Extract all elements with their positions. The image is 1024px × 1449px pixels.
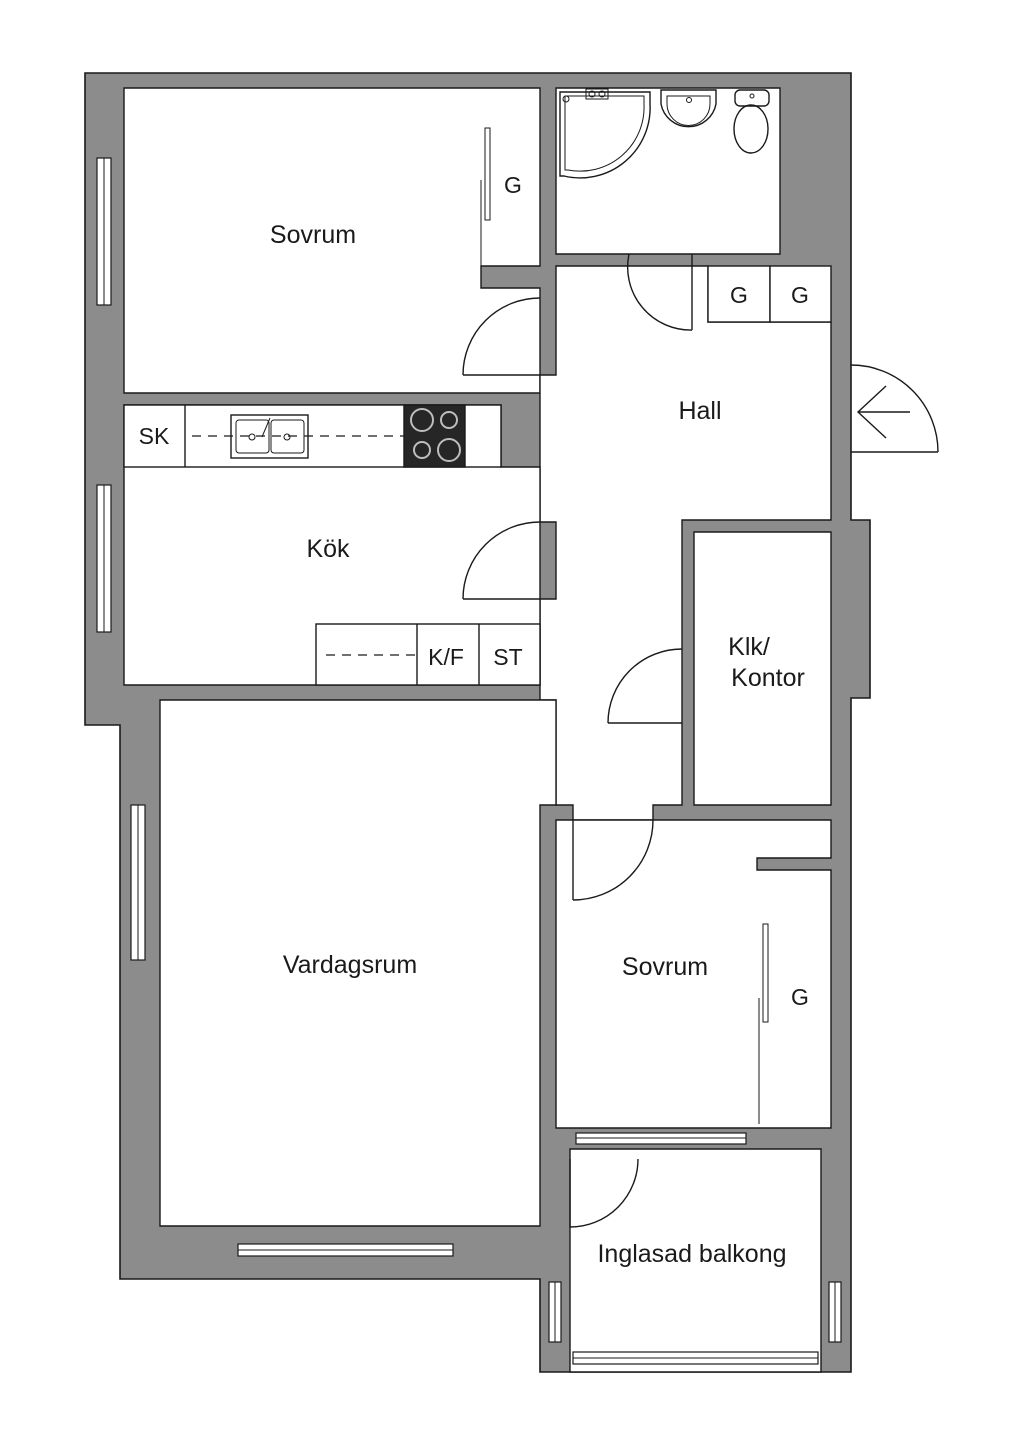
bathroom-fixtures bbox=[559, 88, 770, 179]
fixture-labels: G G G G SK K/F ST bbox=[139, 172, 809, 1010]
rooms bbox=[123, 87, 832, 1373]
label-sink-cabinet: SK bbox=[139, 423, 170, 449]
label-hall: Hall bbox=[678, 397, 721, 425]
washbasin-icon bbox=[660, 89, 717, 128]
label-klk-line2: Kontor bbox=[731, 664, 805, 692]
doors bbox=[462, 253, 939, 1228]
door-entrance bbox=[850, 364, 939, 453]
window-vardagsrum-side bbox=[130, 804, 146, 961]
label-klk-line1: Klk/ bbox=[728, 633, 770, 661]
room-sovrum-top bbox=[123, 87, 541, 394]
kitchen-fixtures bbox=[123, 404, 541, 686]
arrow-left-icon bbox=[856, 385, 910, 439]
wardrobe-hall-2 bbox=[769, 265, 832, 323]
room-klk-kontor bbox=[693, 531, 832, 806]
door-klk-kontor bbox=[607, 648, 683, 724]
window-balkong-right bbox=[828, 1281, 842, 1343]
label-wardrobe-top: G bbox=[504, 172, 522, 198]
windows bbox=[96, 157, 842, 1365]
room-vardagsrum bbox=[159, 699, 557, 1227]
window-balkong-left bbox=[548, 1281, 562, 1343]
door-balkong bbox=[569, 1158, 639, 1228]
wardrobe-hall-1 bbox=[707, 265, 771, 323]
door-sovrum-bottom bbox=[572, 819, 654, 901]
window-balkong-bottom bbox=[572, 1351, 819, 1365]
window-kok bbox=[96, 484, 112, 633]
door-bathroom bbox=[626, 253, 693, 331]
room-hall-corridor bbox=[539, 265, 832, 821]
wardrobe-door-top bbox=[484, 127, 491, 221]
label-wardrobe-hall-1: G bbox=[730, 282, 748, 308]
label-balkong: Inglasad balkong bbox=[597, 1240, 786, 1268]
label-wardrobe-hall-2: G bbox=[791, 282, 809, 308]
room-labels: Sovrum Hall Kök Klk/ Kontor Vardagsrum S… bbox=[270, 221, 805, 1268]
label-storage: ST bbox=[493, 644, 522, 670]
label-sovrum-top: Sovrum bbox=[270, 221, 356, 249]
sink-icon bbox=[230, 414, 309, 459]
shower-icon bbox=[559, 91, 651, 179]
kitchen-counter-lower bbox=[315, 623, 541, 686]
stove-icon bbox=[403, 404, 466, 468]
room-bathroom bbox=[555, 87, 781, 255]
window-vardagsrum-bottom bbox=[237, 1243, 454, 1257]
label-kok: Kök bbox=[306, 535, 350, 563]
toilet-icon bbox=[733, 89, 770, 154]
door-kok bbox=[462, 521, 541, 600]
window-sovrum-bottom bbox=[575, 1132, 747, 1145]
room-sovrum-bottom bbox=[555, 819, 832, 1129]
wardrobe-door-bottom bbox=[762, 923, 769, 1023]
label-sovrum-bottom: Sovrum bbox=[622, 953, 708, 981]
label-vardagsrum: Vardagsrum bbox=[283, 951, 417, 979]
label-fridge-freezer: K/F bbox=[428, 644, 464, 670]
room-balkong bbox=[569, 1148, 822, 1373]
window-sovrum-top bbox=[96, 157, 112, 306]
door-sovrum-top bbox=[462, 297, 541, 376]
wardrobes bbox=[480, 127, 832, 1124]
label-wardrobe-bottom: G bbox=[791, 984, 809, 1010]
